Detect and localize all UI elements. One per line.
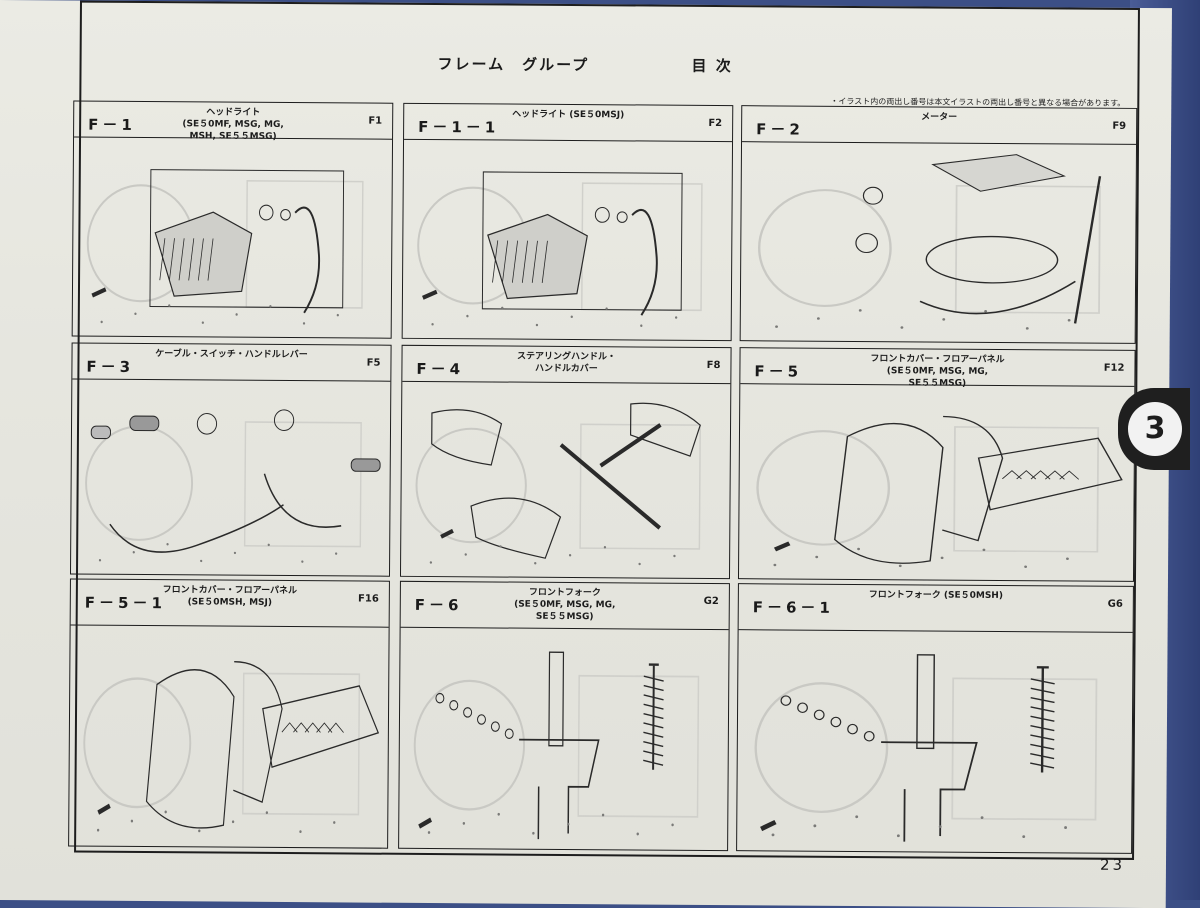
- page-number: 23: [1099, 855, 1126, 874]
- page-frame: フレーム グループ 目 次 ・イラスト内の両出し番号は本文イラストの両出し番号と…: [68, 0, 1140, 860]
- section-page-ref: G6: [1107, 598, 1123, 610]
- front-cover-diagram: [739, 384, 1134, 583]
- catalog-page: フレーム グループ 目 次 ・イラスト内の両出し番号は本文イラストの両出し番号と…: [0, 0, 1172, 908]
- headlight-diagram: [403, 140, 732, 342]
- page-title-contents: 目 次: [691, 56, 733, 76]
- cable-switch-diagram: [71, 380, 390, 578]
- steering-handle-diagram: [401, 382, 730, 580]
- section-title: ステアリングハンドル・ ハンドルカバー: [516, 351, 617, 375]
- front-cover-diagram: [69, 626, 389, 850]
- section-page-ref: G2: [703, 595, 719, 608]
- section-title: フロントフォーク (SE５0MF, MSG, MG, SE５５MSG): [514, 587, 616, 623]
- section-page-ref: F9: [1112, 120, 1127, 132]
- section-page-ref: F16: [358, 593, 379, 605]
- section-page-ref: F5: [366, 357, 381, 369]
- section-page-ref: F12: [1103, 362, 1125, 374]
- meter-diagram: [741, 142, 1136, 345]
- section-title: ヘッドライト (SE５0MSJ): [512, 109, 625, 121]
- section-title: ケーブル・スイッチ・ハンドルレバー: [155, 349, 308, 361]
- chapter-tab-number: 3: [1128, 402, 1182, 456]
- section-page-ref: F1: [368, 115, 383, 127]
- front-fork-diagram: [399, 628, 729, 852]
- section-title: フロントカバー・フロアーパネル (SE５0MSH, MSJ): [162, 585, 298, 608]
- headlight-diagram: [73, 138, 392, 340]
- front-fork-diagram: [737, 630, 1133, 855]
- page-header: フレーム グループ 目 次 ・イラスト内の両出し番号は本文イラストの両出し番号と…: [81, 3, 1138, 110]
- section-page-ref: F2: [708, 117, 723, 130]
- page-title: フレーム グループ: [437, 55, 590, 75]
- section-page-ref: F8: [706, 359, 721, 372]
- chapter-tab: 3: [1118, 388, 1190, 470]
